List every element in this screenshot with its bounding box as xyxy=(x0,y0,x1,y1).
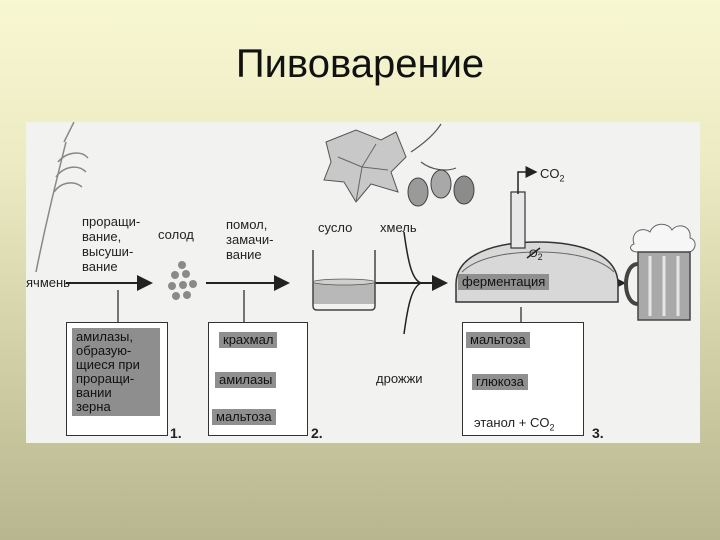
box-2-number: 2. xyxy=(311,425,323,441)
hops-plant-icon xyxy=(323,123,475,207)
malt-label: солод xyxy=(158,227,194,242)
box-2-starch-label: крахмал xyxy=(219,332,278,348)
brewing-diagram: ячмень проращи- вание, высуши- вание сол… xyxy=(26,122,700,443)
co2-output-label: CO2 xyxy=(540,166,565,184)
box-1-number: 1. xyxy=(170,425,182,441)
wort-beaker-icon xyxy=(312,250,376,311)
fermentation-label: ферментация xyxy=(458,274,550,290)
box-2-maltose-label: мальтоза xyxy=(212,409,276,425)
sprouting-label: проращи- вание, высуши- вание xyxy=(82,214,141,274)
box-3-maltose-label: мальтоза xyxy=(466,332,530,348)
box-3-ethanol-co2: этанол + CO2 xyxy=(474,415,555,433)
box-1-text: амилазы, образую- щиеся при проращи- ван… xyxy=(72,328,160,416)
box-3-number: 3. xyxy=(592,425,604,441)
barley-icon xyxy=(35,122,89,273)
arrow-hops-in xyxy=(403,231,422,284)
slide-title: Пивоварение xyxy=(235,42,485,86)
o2-label: O2 xyxy=(529,248,543,263)
wort-label: сусло xyxy=(318,220,353,235)
box-3-glucose-label: глюкоза xyxy=(472,374,528,390)
malt-grains-icon xyxy=(168,261,197,300)
arrow-yeast-in xyxy=(403,282,422,335)
box-2-amylase-label: амилазы xyxy=(215,372,277,388)
barley-label: ячмень xyxy=(26,275,70,290)
yeast-label: дрожжи xyxy=(376,371,423,386)
grinding-label: помол, замачи- вание xyxy=(226,217,274,262)
hops-label: хмель xyxy=(380,220,417,235)
beer-mug-icon xyxy=(624,223,696,321)
